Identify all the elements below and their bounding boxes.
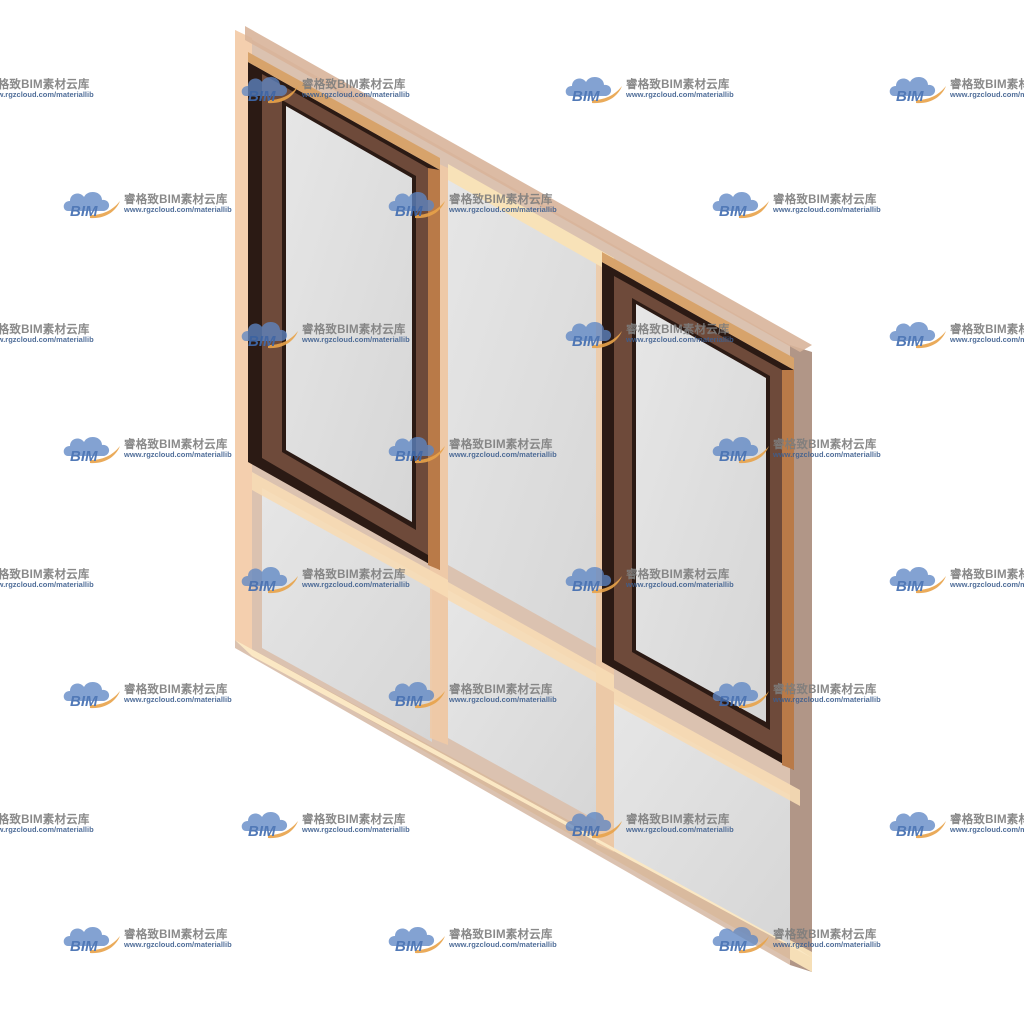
glass-pane-lower-left — [262, 488, 432, 742]
transom-right — [614, 688, 800, 806]
glass-pane-lower-middle — [448, 590, 596, 820]
glass-pane-lower-right — [614, 700, 790, 945]
middle-top-rail — [448, 164, 614, 274]
right-sash — [602, 252, 794, 770]
frame-right-depth — [790, 345, 812, 972]
transom-left — [252, 472, 448, 598]
transom-middle — [448, 582, 614, 692]
glass-pane-upper-middle — [448, 175, 600, 650]
frame-head — [245, 26, 812, 352]
sill — [235, 640, 812, 958]
left-sash — [248, 52, 440, 570]
